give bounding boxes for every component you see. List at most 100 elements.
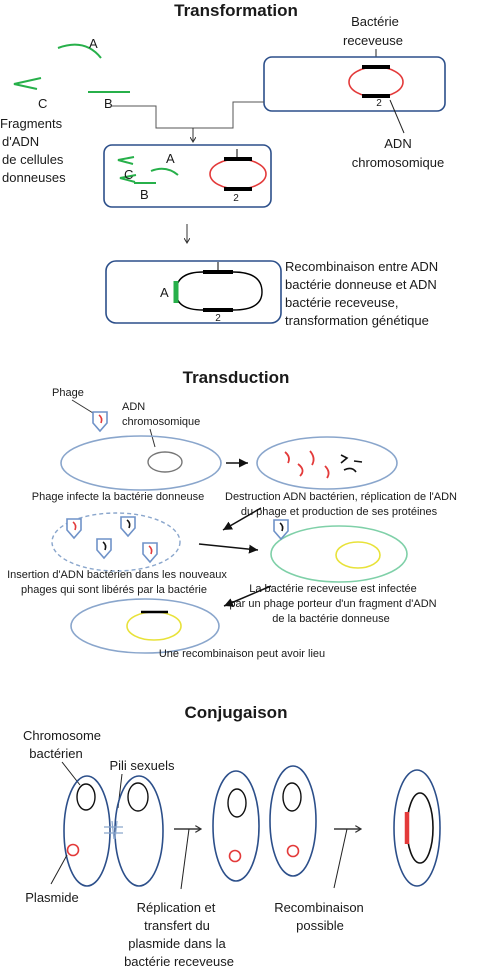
fragments-label-line1: Fragments: [0, 116, 63, 131]
recombined-chromosome: [406, 792, 434, 864]
after-recipient-chromosome: [282, 782, 302, 812]
phage-dna-1: [340, 454, 349, 464]
mix-b-label: B: [140, 187, 149, 202]
result-text-line4: transformation génétique: [285, 313, 429, 328]
result-text-line3: bactérie receveuse,: [285, 295, 398, 310]
mix-marker-2-label: 2: [233, 193, 239, 204]
replication-label-line2: transfert du: [144, 918, 210, 933]
result-text-line1: Recombinaison entre ADN: [285, 259, 438, 274]
chromosome-label-line1: Chromosome: [23, 728, 101, 743]
replication-pointer: [180, 828, 190, 890]
transformation-section: Transformation A C B Fragments d'ADN de …: [0, 1, 446, 328]
td-recipient-bacterium: [270, 525, 408, 583]
infecting-phage: [273, 519, 289, 540]
recipient-cell: [114, 775, 164, 887]
replication-label-line4: bactérie receveuse: [124, 954, 234, 967]
recipient-label-line2: receveuse: [343, 33, 403, 48]
after-donor-plasmid: [228, 849, 242, 863]
chromosome-label-line2: bactérien: [29, 746, 82, 761]
replication-label-line1: Réplication et: [137, 900, 216, 915]
mix-a-label: A: [166, 151, 175, 166]
phage-dna-3: [353, 460, 363, 463]
step4-caption-line2: par un phage porteur d'un fragment d'ADN: [229, 598, 436, 610]
donor-cell: [63, 775, 111, 887]
plasmide-pointer: [50, 854, 68, 885]
result-a-label: A: [160, 285, 169, 300]
new-phage-1: [66, 518, 82, 539]
fragments-label-line2: d'ADN: [2, 134, 39, 149]
transduction-section: Transduction Phage ADN chromosomique Pha…: [7, 368, 457, 660]
step1-caption: Phage infecte la bactérie donneuse: [32, 491, 204, 503]
mix-fragment-c-top: [117, 156, 135, 165]
result-marker-2-label: 2: [215, 313, 221, 324]
dna-fragment-1: [284, 451, 290, 464]
step4-caption-line1: La bactérie receveuse est infectée: [249, 583, 417, 595]
final-chromosome: [126, 611, 182, 641]
conjugaison-title: Conjugaison: [185, 703, 288, 722]
step3-caption-line2: phages qui sont libérés par la bactérie: [21, 584, 207, 596]
dna-fragment-3: [309, 450, 315, 466]
fragment-c: [13, 77, 42, 90]
fragments-label-line4: donneuses: [2, 170, 66, 185]
fragment-c-label: C: [38, 96, 47, 111]
after-donor-cell: [212, 770, 260, 882]
pilus-4: [114, 820, 118, 840]
mix-fragment-c: [119, 174, 137, 183]
td-arrow-2: [222, 507, 262, 531]
new-phage-4: [142, 542, 158, 563]
conjugaison-section: Conjugaison Chromosome bactérien Pili se…: [23, 703, 441, 967]
td-adn-pointer: [149, 428, 156, 448]
adn-label-line2: chromosomique: [352, 155, 445, 170]
recipient-chromosome-c: [127, 782, 149, 812]
plasmide-label: Plasmide: [25, 890, 78, 905]
step4-caption-line3: de la bactérie donneuse: [272, 613, 389, 625]
final-bacterium: [70, 598, 220, 654]
phage-icon: [92, 411, 108, 432]
new-phage-2: [120, 516, 136, 537]
step5-caption: Une recombinaison peut avoir lieu: [159, 648, 325, 660]
after-recipient-cell: [269, 765, 317, 877]
pili-label: Pili sexuels: [109, 758, 175, 773]
after-donor-chromosome: [227, 788, 247, 818]
td-arrow-3: [198, 543, 259, 554]
td-adn-label-line2: chromosomique: [122, 416, 200, 428]
release-bacterium: [51, 512, 181, 572]
step2-caption-line2: du phage et production de ses protéines: [241, 506, 438, 518]
donor-plasmid: [66, 843, 80, 857]
donor-bacterium: [60, 435, 222, 491]
after-recipient-plasmid: [286, 844, 300, 858]
transformation-title: Transformation: [174, 1, 298, 20]
phage-label: Phage: [52, 387, 84, 399]
replication-label-line3: plasmide dans la: [128, 936, 226, 951]
mix-c-label: C: [124, 167, 133, 182]
result-bacterium: [105, 260, 282, 324]
join-connector: [112, 101, 264, 129]
recipient-label-line1: Bactérie: [351, 14, 399, 29]
phage-pointer: [71, 399, 94, 414]
fragments-label-line3: de cellules: [2, 152, 64, 167]
recombined-cell: [393, 769, 441, 887]
step3-caption-line1: Insertion d'ADN bactérien dans les nouve…: [7, 569, 227, 581]
td-adn-label-line1: ADN: [122, 401, 145, 413]
donor-chromosome-c: [76, 783, 96, 811]
result-text-line2: bactérie donneuse et ADN: [285, 277, 437, 292]
donor-chromosome: [147, 451, 183, 473]
recombinaison-label-line1: Recombinaison: [274, 900, 364, 915]
recipient-marker-2-label: 2: [376, 98, 382, 109]
recombinaison-label-line2: possible: [296, 918, 344, 933]
destruction-bacterium: [256, 436, 398, 490]
fragment-a: [57, 43, 102, 59]
recipient-bacterium: [263, 56, 446, 112]
fragment-a-label: A: [89, 36, 98, 51]
fragment-b-label: B: [104, 96, 113, 111]
pilus-3: [111, 820, 115, 840]
transduction-title: Transduction: [183, 368, 290, 387]
recombinaison-pointer: [333, 828, 348, 889]
new-phage-3: [96, 538, 112, 559]
dna-fragment-2: [297, 463, 304, 477]
dna-fragment-4: [324, 465, 330, 479]
mix-fragment-a: [150, 167, 179, 176]
td-arrow-4: [223, 585, 272, 607]
td-recipient-chromosome: [335, 541, 381, 569]
